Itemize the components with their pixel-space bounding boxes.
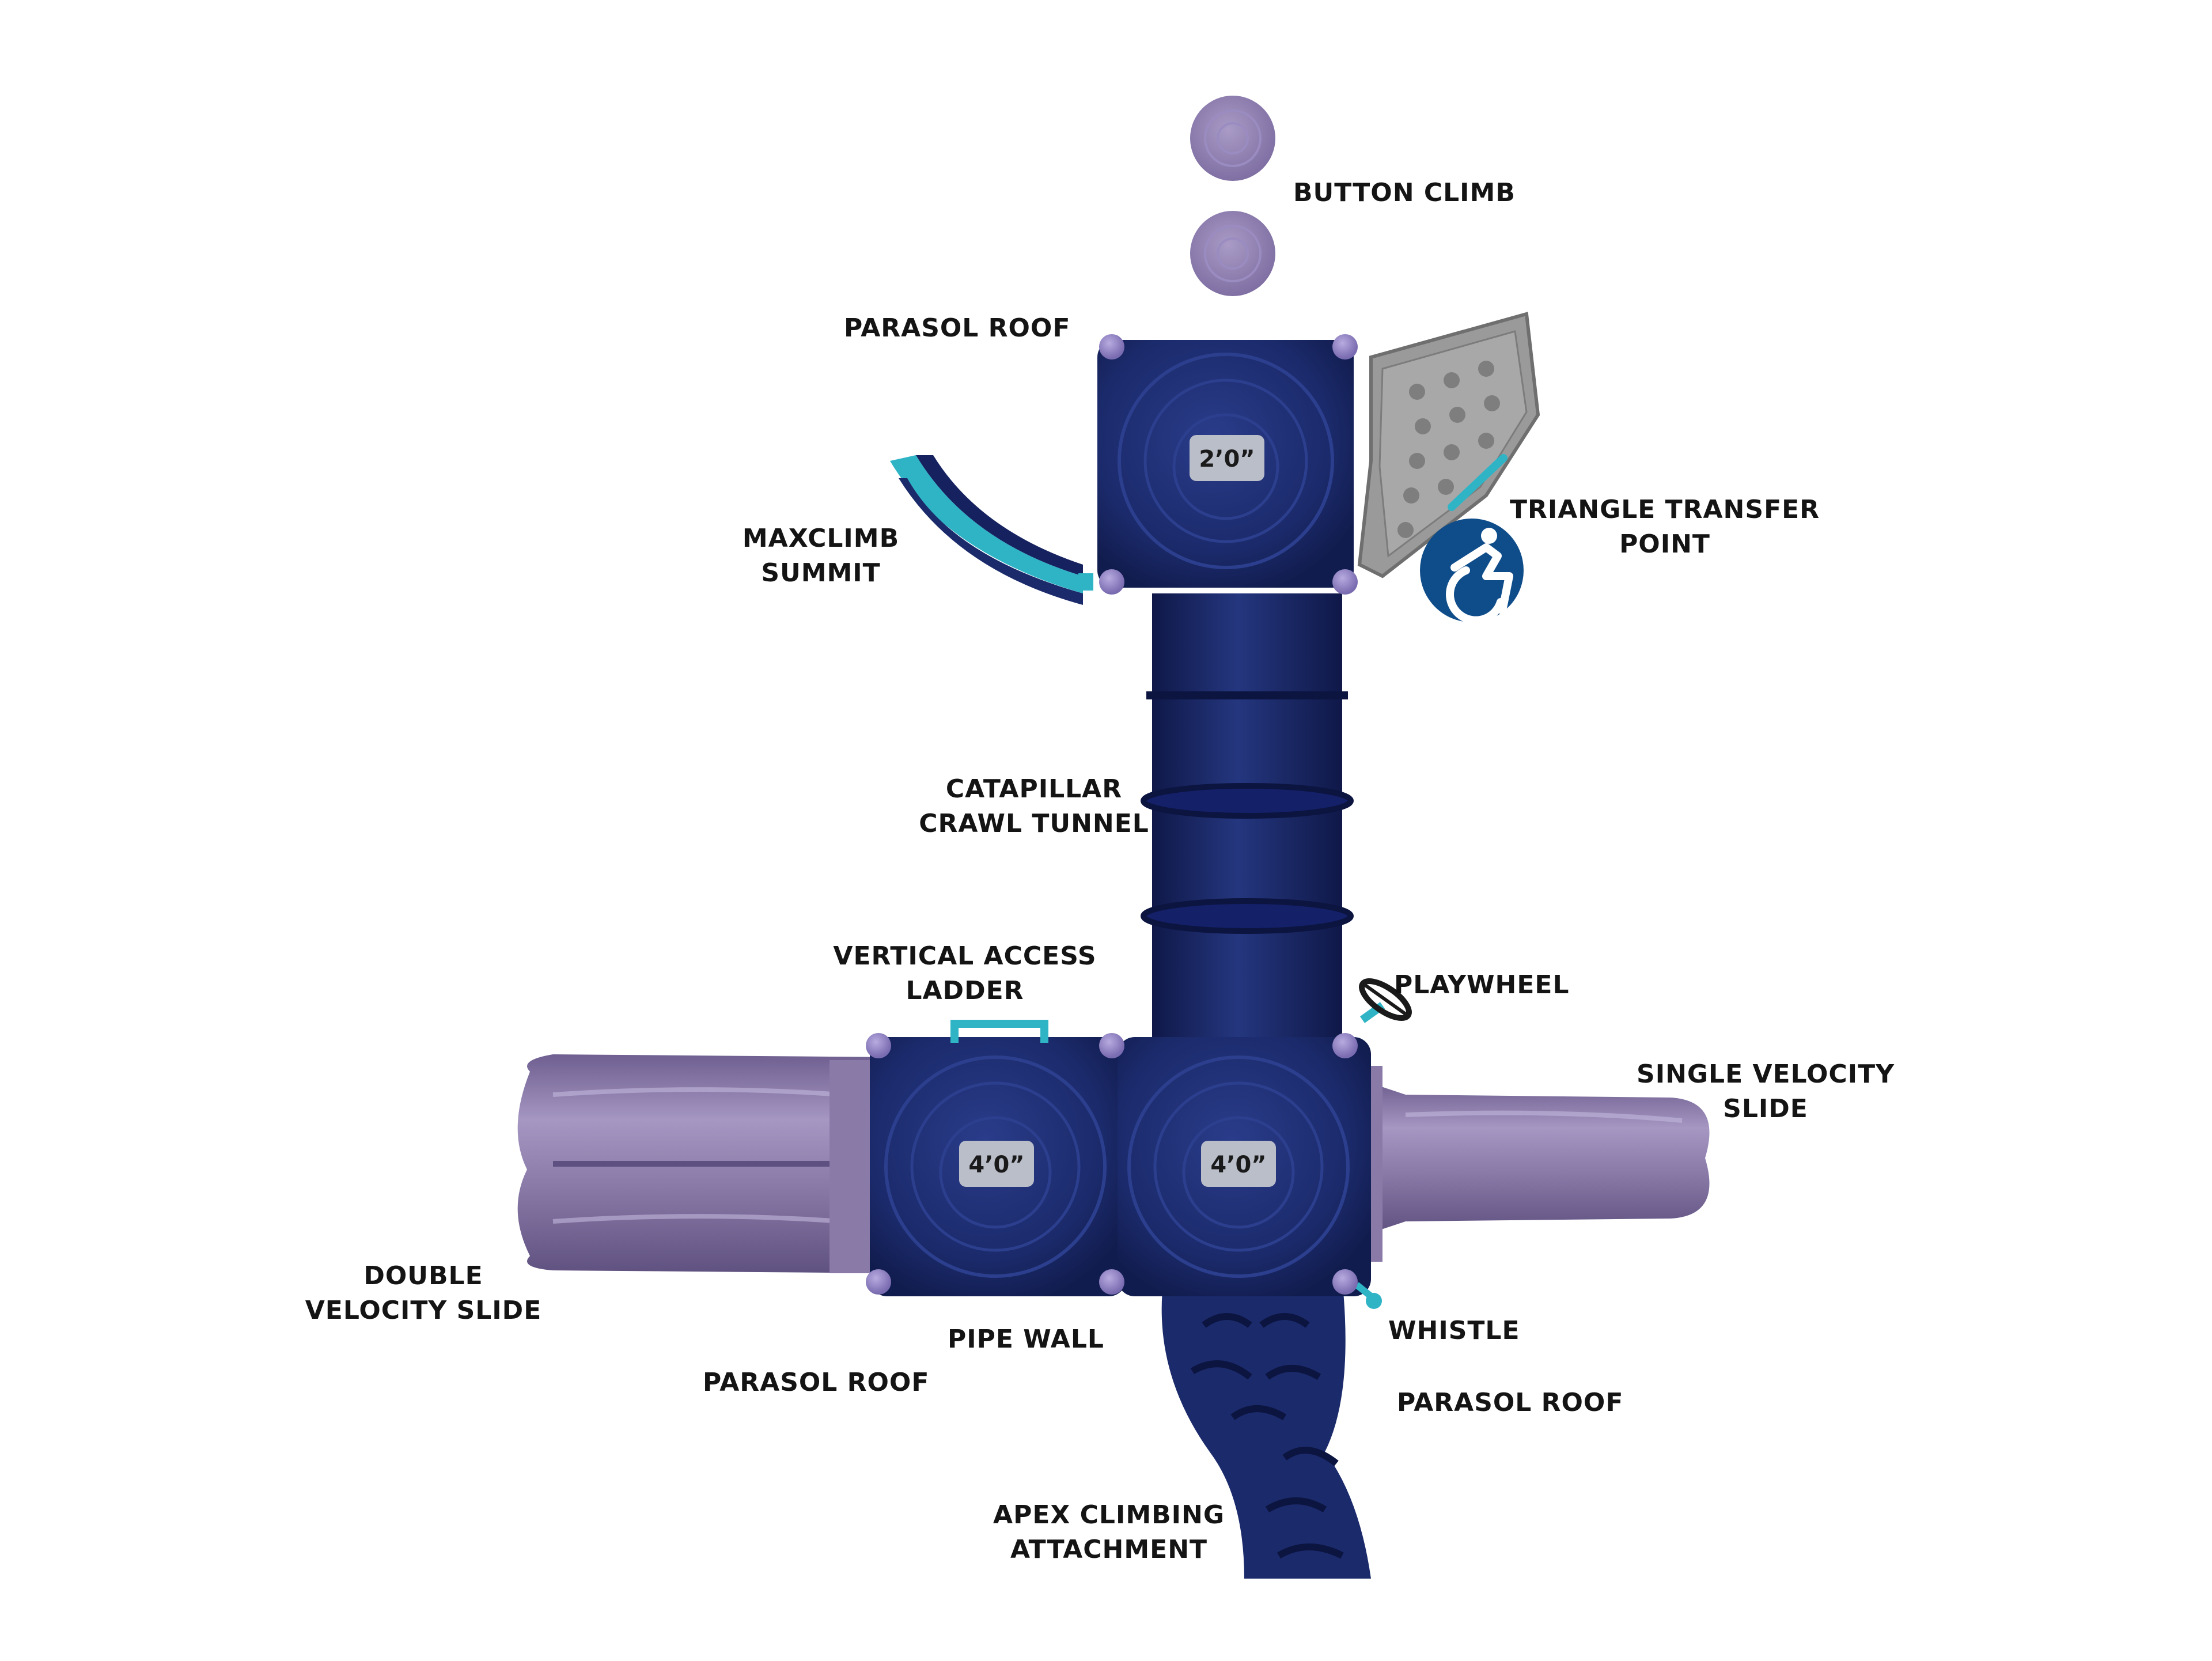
label-triangle-transfer-point: TRIANGLE TRANSFER POINT (1509, 495, 1820, 559)
deck-left: 4’0” (870, 1037, 1126, 1296)
deck-right: 4’0” (1118, 1037, 1371, 1296)
playwheel (1359, 978, 1412, 1023)
button-climb (1190, 96, 1275, 296)
label-vertical-access-ladder: VERTICAL ACCESS LADDER (833, 941, 1097, 1005)
label-parasol-roof-top: PARASOL ROOF (844, 313, 1071, 343)
label-pipe-wall: PIPE WALL (948, 1325, 1104, 1354)
label-catapillar-crawl-tunnel: CATAPILLAR CRAWL TUNNEL (919, 774, 1149, 838)
vertical-access-ladder (950, 1020, 1048, 1043)
label-single-velocity-slide: SINGLE VELOCITY SLIDE (1637, 1060, 1895, 1123)
wheelchair-accessible-icon (1420, 519, 1524, 625)
label-apex-climbing-attachment: APEX CLIMBING ATTACHMENT (993, 1500, 1225, 1564)
deck-height-left: 4’0” (968, 1152, 1024, 1178)
whistle (1354, 1282, 1382, 1309)
deck-height-top: 2’0” (1199, 446, 1255, 472)
label-parasol-roof-right: PARASOL ROOF (1397, 1388, 1624, 1417)
label-parasol-roof-left: PARASOL ROOF (703, 1368, 930, 1397)
label-maxclimb-summit: MAXCLIMB SUMMIT (742, 524, 900, 588)
triangle-transfer-point (1357, 312, 1540, 578)
catapillar-crawl-tunnel (1141, 593, 1354, 1049)
label-whistle: WHISTLE (1388, 1316, 1520, 1345)
post-caps (866, 334, 1358, 1295)
label-playwheel: PLAYWHEEL (1394, 970, 1570, 1000)
deck-height-right: 4’0” (1210, 1152, 1266, 1178)
label-button-climb: BUTTON CLIMB (1293, 178, 1516, 207)
deck-top: 2’0” (1097, 340, 1354, 588)
double-velocity-slide (517, 1054, 910, 1273)
label-double-velocity-slide: DOUBLE VELOCITY SLIDE (305, 1261, 542, 1325)
apex-climbing-attachment (1161, 1279, 1371, 1579)
maxclimb-summit (890, 455, 1093, 605)
